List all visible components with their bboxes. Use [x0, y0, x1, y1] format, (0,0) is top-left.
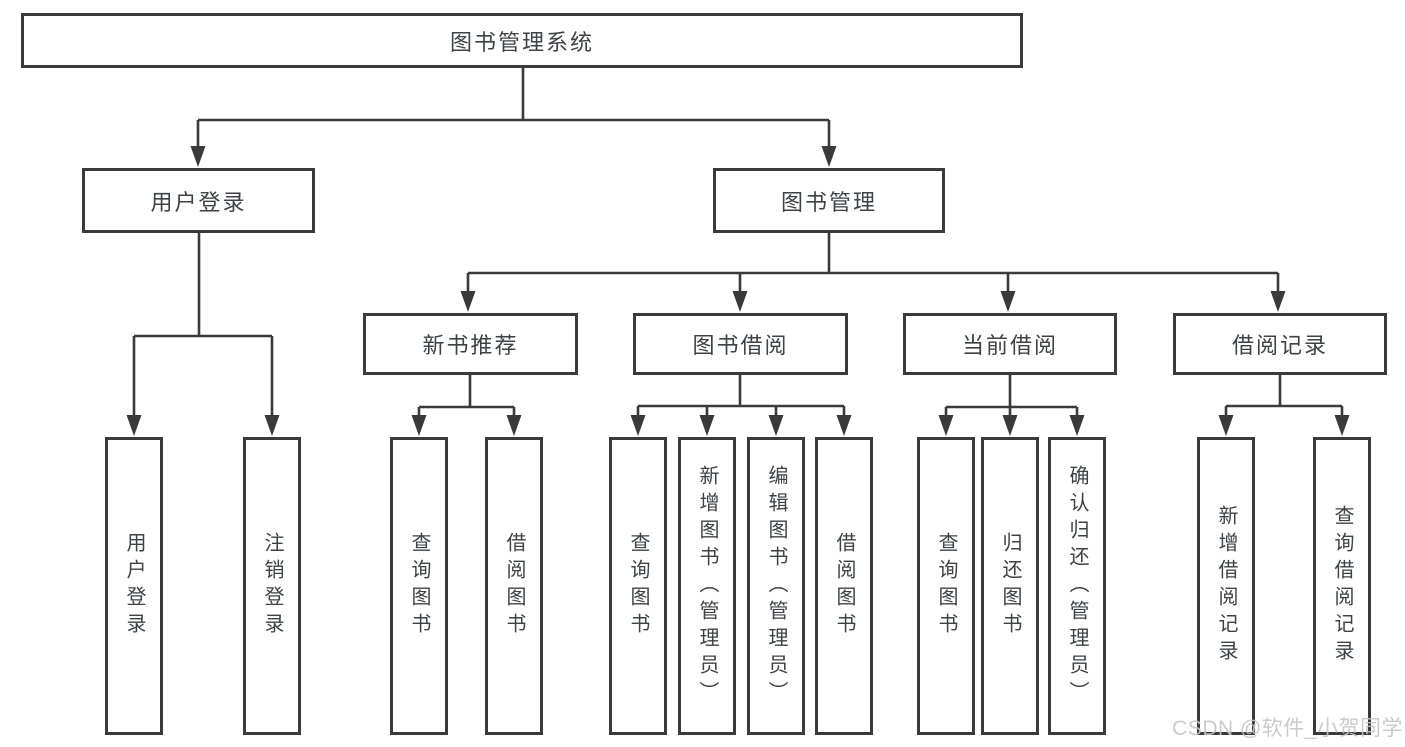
node-label: 用户登录: [150, 189, 247, 215]
connector: [1224, 375, 1344, 418]
leaf-label: 用户登录: [123, 532, 145, 640]
leaf-label: 查询图书: [408, 532, 430, 640]
leaf-query-books-3: 查询图书: [917, 437, 975, 735]
arrowhead: [732, 291, 748, 312]
arrowhead: [411, 415, 427, 436]
node-label: 图书管理: [780, 189, 877, 215]
leaf-label: 新增图书（管理员）: [696, 464, 718, 708]
arrowhead: [1000, 291, 1016, 312]
leaf-label: 借阅图书: [503, 532, 525, 640]
leaf-label: 编辑图书（管理员）: [765, 464, 787, 708]
node-book-borrow: 图书借阅: [633, 313, 848, 375]
node-label: 图书借阅: [692, 333, 789, 358]
node-label: 新书推荐: [422, 333, 519, 358]
leaf-label: 查询借阅记录: [1331, 505, 1353, 667]
node-user-login: 用户登录: [82, 168, 315, 233]
arrowhead: [126, 415, 142, 436]
leaf-user-login: 用户登录: [105, 437, 163, 735]
node-library-management-system: 图书管理系统: [21, 13, 1023, 68]
leaf-query-books-2: 查询图书: [609, 437, 667, 735]
arrowhead: [190, 146, 206, 167]
arrowhead: [836, 415, 852, 436]
leaf-label: 查询图书: [627, 532, 649, 640]
leaf-borrow-books-2: 借阅图书: [815, 437, 873, 735]
leaf-label: 注销登录: [261, 532, 283, 640]
node-borrow-records: 借阅记录: [1173, 313, 1387, 375]
arrowhead: [460, 291, 476, 312]
arrowhead: [938, 415, 954, 436]
node-new-book-recommend: 新书推荐: [363, 313, 578, 375]
connector: [466, 233, 1280, 294]
leaf-query-books-1: 查询图书: [390, 437, 448, 735]
connector: [636, 375, 846, 418]
leaf-borrow-books-1: 借阅图书: [485, 437, 543, 735]
arrowhead: [1069, 415, 1085, 436]
node-label: 图书管理系统: [449, 29, 594, 55]
leaf-edit-books-admin: 编辑图书（管理员）: [747, 437, 805, 735]
node-book-management: 图书管理: [713, 168, 945, 233]
node-label: 当前借阅: [961, 333, 1058, 358]
connector: [196, 68, 831, 150]
csdn-watermark: CSDN @软件_小贺同学: [1172, 717, 1403, 740]
leaf-logout: 注销登录: [243, 437, 301, 735]
arrowhead: [630, 415, 646, 436]
arrowhead: [768, 415, 784, 436]
arrowhead: [264, 415, 280, 436]
leaf-confirm-return-admin: 确认归还（管理员）: [1048, 437, 1106, 735]
connector: [417, 375, 516, 418]
connector: [132, 233, 274, 418]
arrowhead: [699, 415, 715, 436]
leaf-label: 确认归还（管理员）: [1066, 464, 1088, 708]
arrowhead: [506, 415, 522, 436]
connector: [944, 375, 1079, 418]
leaf-add-books-admin: 新增图书（管理员）: [678, 437, 736, 735]
node-label: 借阅记录: [1231, 333, 1328, 358]
leaf-label: 查询图书: [935, 532, 957, 640]
leaf-label: 新增借阅记录: [1215, 505, 1237, 667]
arrowhead: [1334, 415, 1350, 436]
arrowhead: [1218, 415, 1234, 436]
leaf-add-borrow-record: 新增借阅记录: [1197, 437, 1255, 735]
leaf-query-borrow-record: 查询借阅记录: [1313, 437, 1371, 735]
leaf-label: 借阅图书: [833, 532, 855, 640]
arrowhead: [1002, 415, 1018, 436]
leaf-return-books: 归还图书: [981, 437, 1039, 735]
node-current-borrow: 当前借阅: [903, 313, 1117, 375]
arrowhead: [1270, 291, 1286, 312]
leaf-label: 归还图书: [999, 532, 1021, 640]
arrowhead: [821, 146, 837, 167]
